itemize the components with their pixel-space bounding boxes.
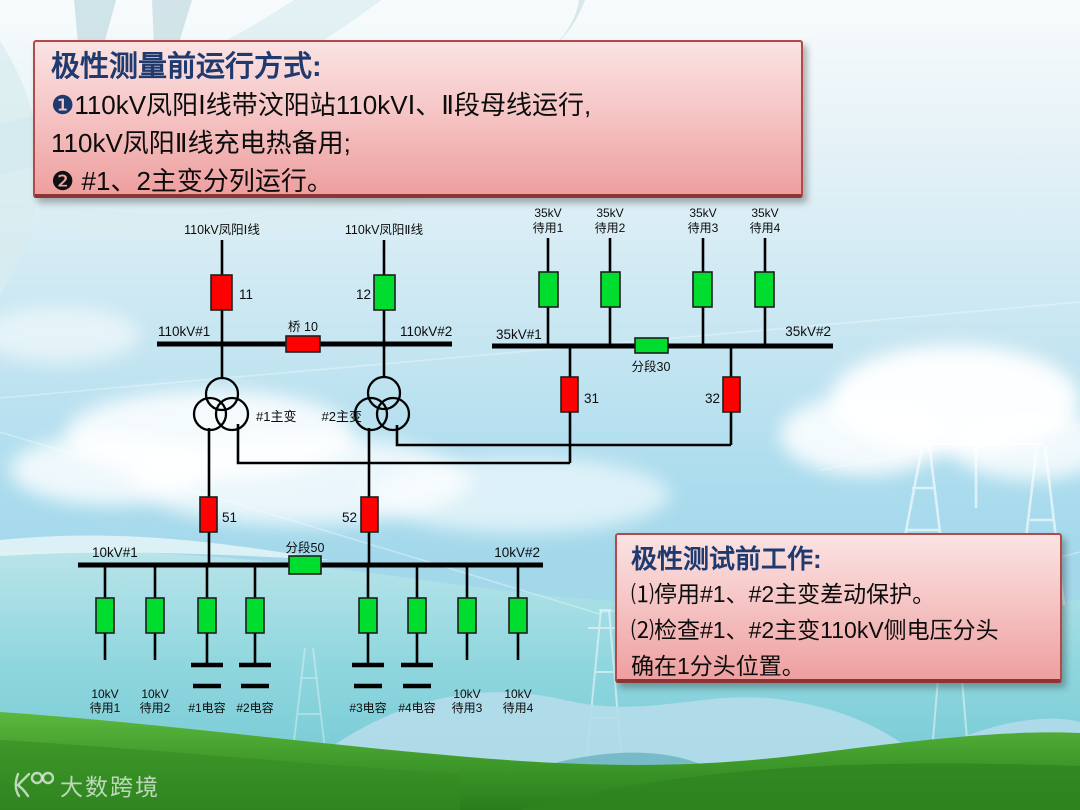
- label-line-fengyang1: 110kV凤阳Ⅰ线: [184, 223, 260, 237]
- label-breaker-51: 51: [222, 510, 237, 525]
- operation-mode-note-box: 极性测量前运行方式: ❶110kV凤阳Ⅰ线带汶阳站110kVⅠ、Ⅱ段母线运行, …: [33, 40, 803, 198]
- operation-note-line: 110kV凤阳Ⅱ线充电热备用;: [51, 128, 351, 158]
- transformer-2: [353, 375, 411, 432]
- breaker-35kv-spare4: [754, 271, 775, 308]
- label-transformer-2: #2主变: [322, 409, 362, 424]
- transformer-1: [192, 376, 250, 432]
- breaker-11: [210, 274, 233, 311]
- label-capacitor-3: #3电容: [349, 700, 386, 715]
- label-section50: 分段50: [286, 540, 325, 555]
- breaker-10kv-f2: [145, 597, 165, 634]
- label-breaker-11: 11: [239, 287, 253, 302]
- pretest-note-line: ⑵检查#1、#2主变110kV侧电压分头: [631, 617, 999, 643]
- label-35kv-spare3-n: 待用3: [688, 221, 719, 235]
- breaker-10kv-f5: [358, 597, 378, 634]
- label-bus-35kv-1: 35kV#1: [496, 327, 542, 342]
- label-bus-35kv-2: 35kV#2: [785, 324, 831, 339]
- label-35kv-spare1-n: 待用1: [533, 221, 564, 235]
- label-10kv-spare2-n: 待用2: [140, 701, 171, 715]
- label-transformer-1: #1主变: [256, 409, 296, 424]
- t1-mv-lead: [236, 424, 570, 465]
- breaker-12: [373, 274, 396, 311]
- breaker-10kv-f4: [245, 597, 265, 634]
- breaker-10kv-f8: [508, 597, 528, 634]
- label-10kv-spare3-n: 待用3: [452, 701, 483, 715]
- operation-note-title: 极性测量前运行方式:: [51, 51, 322, 83]
- label-breaker-52: 52: [342, 510, 357, 525]
- busbars: [78, 341, 833, 568]
- label-capacitor-4: #4电容: [398, 700, 435, 715]
- label-10kv-spare3-v: 10kV: [453, 687, 480, 701]
- label-35kv-spare4-v: 35kV: [751, 206, 778, 220]
- breaker-10kv-f7: [457, 597, 477, 634]
- label-line-fengyang2: 110kV凤阳Ⅱ线: [345, 223, 424, 237]
- breaker-section50: [288, 555, 322, 575]
- grass: [0, 712, 1080, 810]
- bullet-2-icon: ❷: [51, 166, 75, 196]
- label-bus-10kv-2: 10kV#2: [494, 545, 540, 560]
- pretest-work-note-box: 极性测试前工作: ⑴停用#1、#2主变差动保护。 ⑵检查#1、#2主变110kV…: [615, 533, 1062, 683]
- label-35kv-spare4-n: 待用4: [750, 221, 781, 235]
- label-10kv-spare2-v: 10kV: [141, 687, 168, 701]
- label-breaker-32: 32: [705, 391, 720, 406]
- breaker-10kv-f3: [197, 597, 217, 634]
- breaker-51: [199, 496, 218, 533]
- breaker-10kv-f6: [407, 597, 427, 634]
- breaker-35kv-spare3: [692, 271, 713, 308]
- breaker-35kv-spare2: [600, 271, 621, 308]
- t2-mv-lead: [395, 425, 731, 447]
- label-10kv-spare1-n: 待用1: [90, 701, 121, 715]
- operation-note-line: ❶110kV凤阳Ⅰ线带汶阳站110kVⅠ、Ⅱ段母线运行,: [51, 90, 592, 120]
- label-bridge10: 桥 10: [288, 320, 318, 334]
- label-35kv-spare1-v: 35kV: [534, 206, 561, 220]
- pretest-note-line: ⑴停用#1、#2主变差动保护。: [631, 581, 936, 607]
- watermark: 大数跨境: [10, 768, 160, 802]
- label-capacitor-1: #1电容: [188, 700, 225, 715]
- label-10kv-spare1-v: 10kV: [91, 687, 118, 701]
- watermark-text: 大数跨境: [60, 774, 160, 800]
- label-breaker-31: 31: [584, 391, 599, 406]
- transformers: [192, 375, 411, 432]
- label-35kv-spare2-v: 35kV: [596, 206, 623, 220]
- operation-note-line: ❷ #1、2主变分列运行。: [51, 166, 333, 196]
- breaker-52: [360, 496, 379, 533]
- label-bus-10kv-1: 10kV#1: [92, 545, 138, 560]
- pretest-note-title: 极性测试前工作:: [631, 544, 822, 574]
- tower-far: [291, 647, 327, 759]
- diagram-labels: 110kV凤阳Ⅰ线 110kV凤阳Ⅱ线 110kV#1 桥 10 110kV#2…: [90, 206, 831, 715]
- label-capacitor-2: #2电容: [236, 700, 273, 715]
- label-10kv-spare4-v: 10kV: [504, 687, 531, 701]
- pretest-note-line: 确在1分头位置。: [631, 653, 805, 679]
- breakers: [95, 271, 775, 634]
- label-breaker-12: 12: [356, 287, 371, 302]
- label-10kv-spare4-n: 待用4: [503, 701, 534, 715]
- breaker-bridge10: [285, 335, 321, 353]
- watermark-logo-icon: [14, 771, 54, 798]
- breaker-31: [560, 376, 579, 413]
- label-section30: 分段30: [632, 359, 671, 374]
- capacitors: [191, 662, 433, 689]
- label-35kv-spare3-v: 35kV: [689, 206, 716, 220]
- breaker-section30: [634, 337, 669, 354]
- breaker-10kv-f1: [95, 597, 115, 634]
- breaker-32: [722, 376, 741, 413]
- bullet-1-icon: ❶: [51, 90, 75, 120]
- label-35kv-spare2-n: 待用2: [595, 221, 626, 235]
- label-bus-110kv-1: 110kV#1: [158, 324, 210, 339]
- breaker-35kv-spare1: [538, 271, 559, 308]
- label-bus-110kv-2: 110kV#2: [400, 324, 452, 339]
